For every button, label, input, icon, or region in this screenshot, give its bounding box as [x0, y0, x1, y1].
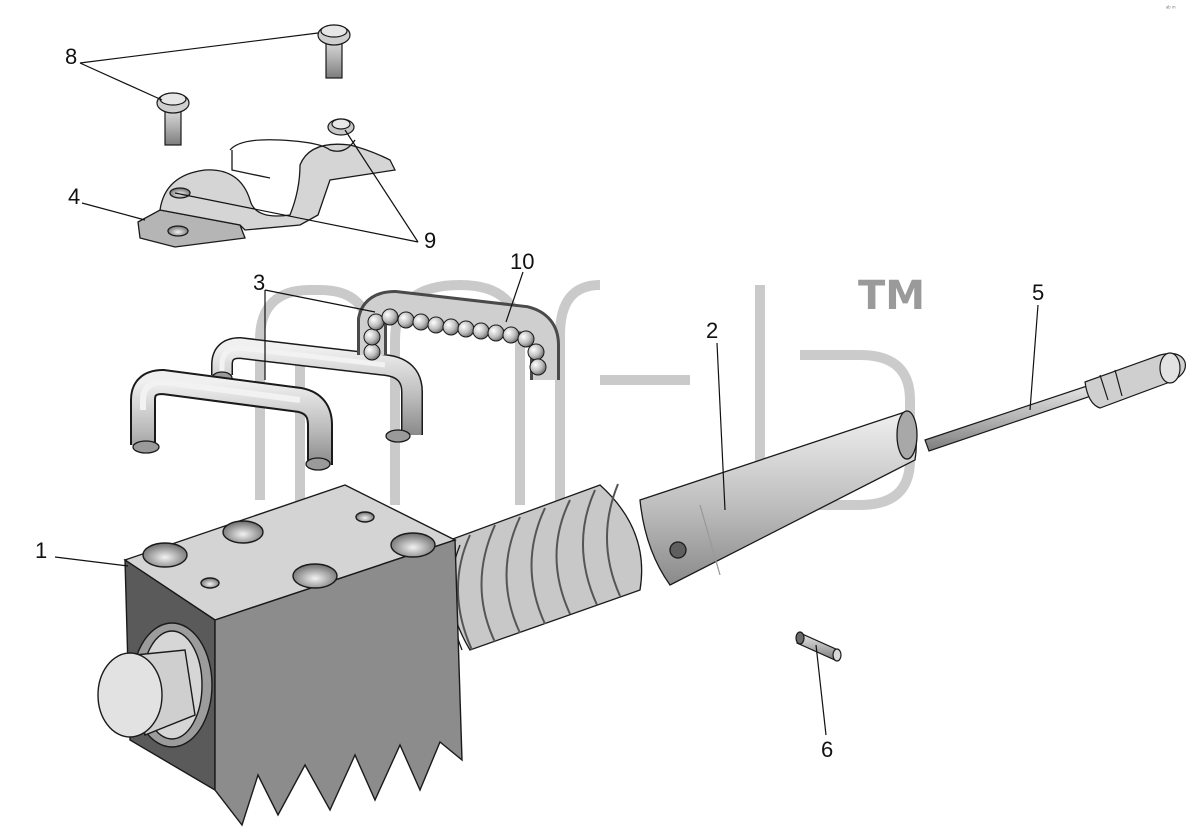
callout-9: 9 — [424, 228, 436, 253]
callout-4: 4 — [68, 184, 80, 209]
tube-part-3-front — [130, 368, 333, 471]
callout-5: 5 — [1032, 280, 1044, 305]
screw-part-8-lower — [156, 92, 190, 146]
leader-lines — [54, 32, 1039, 736]
screw-part-8-upper — [317, 24, 351, 79]
callout-10: 10 — [510, 249, 534, 274]
callout-6: 6 — [821, 737, 833, 762]
callout-1: 1 — [35, 538, 47, 563]
rod-part-5 — [924, 352, 1187, 452]
callout-3: 3 — [253, 270, 265, 295]
corner-mark: ᵃᵇ ᵐ — [1166, 5, 1176, 12]
screw-shaft-part-2 — [446, 410, 918, 651]
washer-part-9 — [327, 118, 355, 136]
callout-8: 8 — [65, 44, 77, 69]
callout-2: 2 — [706, 318, 718, 343]
rack-block-part-1 — [97, 484, 463, 827]
pin-part-6 — [795, 631, 842, 662]
watermark-trademark: TM — [858, 273, 925, 319]
clamp-part-4 — [137, 139, 396, 248]
ball-chain-part-10 — [357, 289, 560, 380]
